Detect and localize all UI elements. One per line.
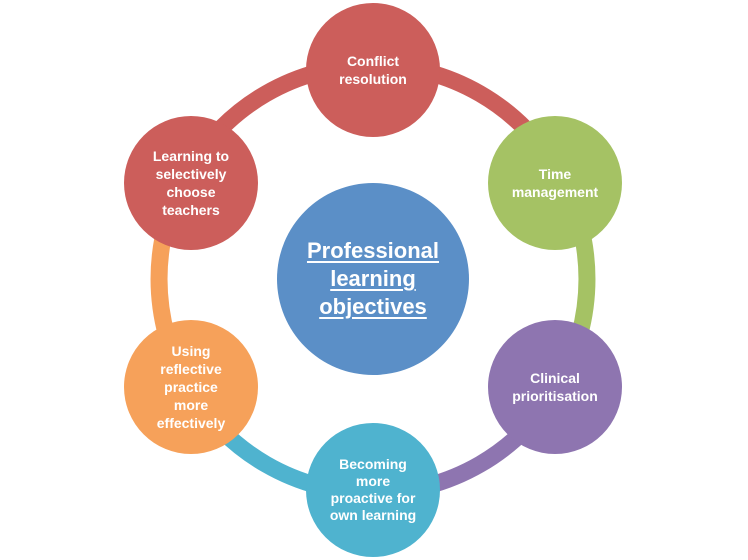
center-node-label: Professional learning objectives [306, 238, 440, 319]
node-selective-teachers: Learning to selectively choose teachers [124, 116, 258, 250]
node-label: Clinical prioritisation [512, 370, 598, 404]
node-time-management: Time management [488, 116, 622, 250]
node-proactive-learning: Becoming more proactive for own learning [306, 423, 440, 557]
node-label: Time management [511, 166, 599, 200]
node-reflective-practice: Using reflective practice more effective… [124, 320, 258, 454]
node-label: Using reflective practice more effective… [156, 343, 226, 431]
node-clinical-prioritisation: Clinical prioritisation [488, 320, 622, 454]
center-node: Professional learning objectives [277, 183, 469, 375]
node-conflict-resolution: Conflict resolution [306, 3, 440, 137]
node-label: Conflict resolution [339, 53, 407, 87]
node-label: Becoming more proactive for own learning [329, 456, 417, 523]
node-label: Learning to selectively choose teachers [152, 148, 230, 218]
